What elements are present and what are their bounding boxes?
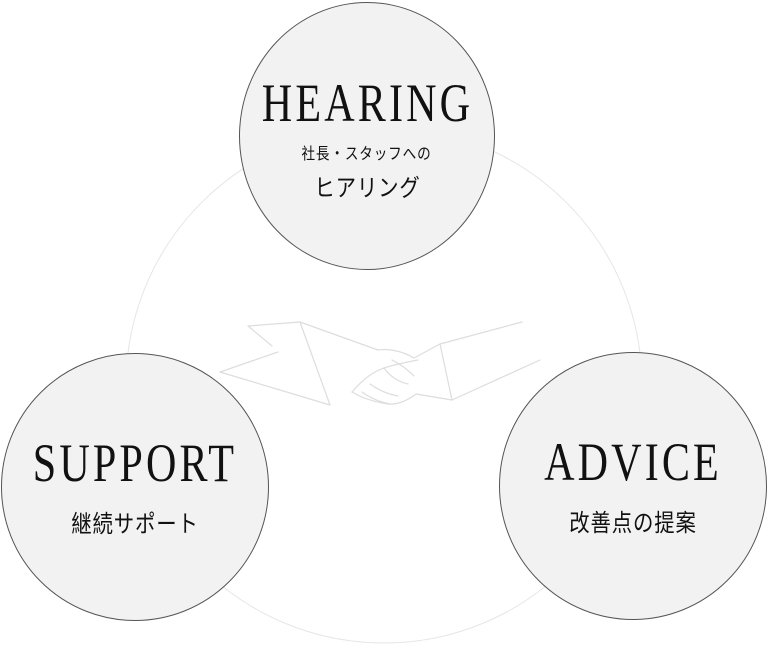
hearing-title: HEARING (261, 72, 473, 133)
support-label: 継続サポート (71, 509, 199, 538)
advice-label: 改善点の提案 (569, 508, 697, 537)
support-title: SUPPORT (32, 432, 238, 493)
advice-circle: ADVICE 改善点の提案 (499, 352, 767, 620)
hearing-label: ヒアリング (313, 173, 421, 202)
hearing-subtitle: 社長・スタッフへの (301, 143, 433, 163)
advice-title: ADVICE (544, 431, 722, 492)
hearing-circle: HEARING 社長・スタッフへの ヒアリング (239, 2, 495, 270)
handshake-icon (219, 321, 541, 406)
support-circle: SUPPORT 継続サポート (1, 353, 269, 621)
